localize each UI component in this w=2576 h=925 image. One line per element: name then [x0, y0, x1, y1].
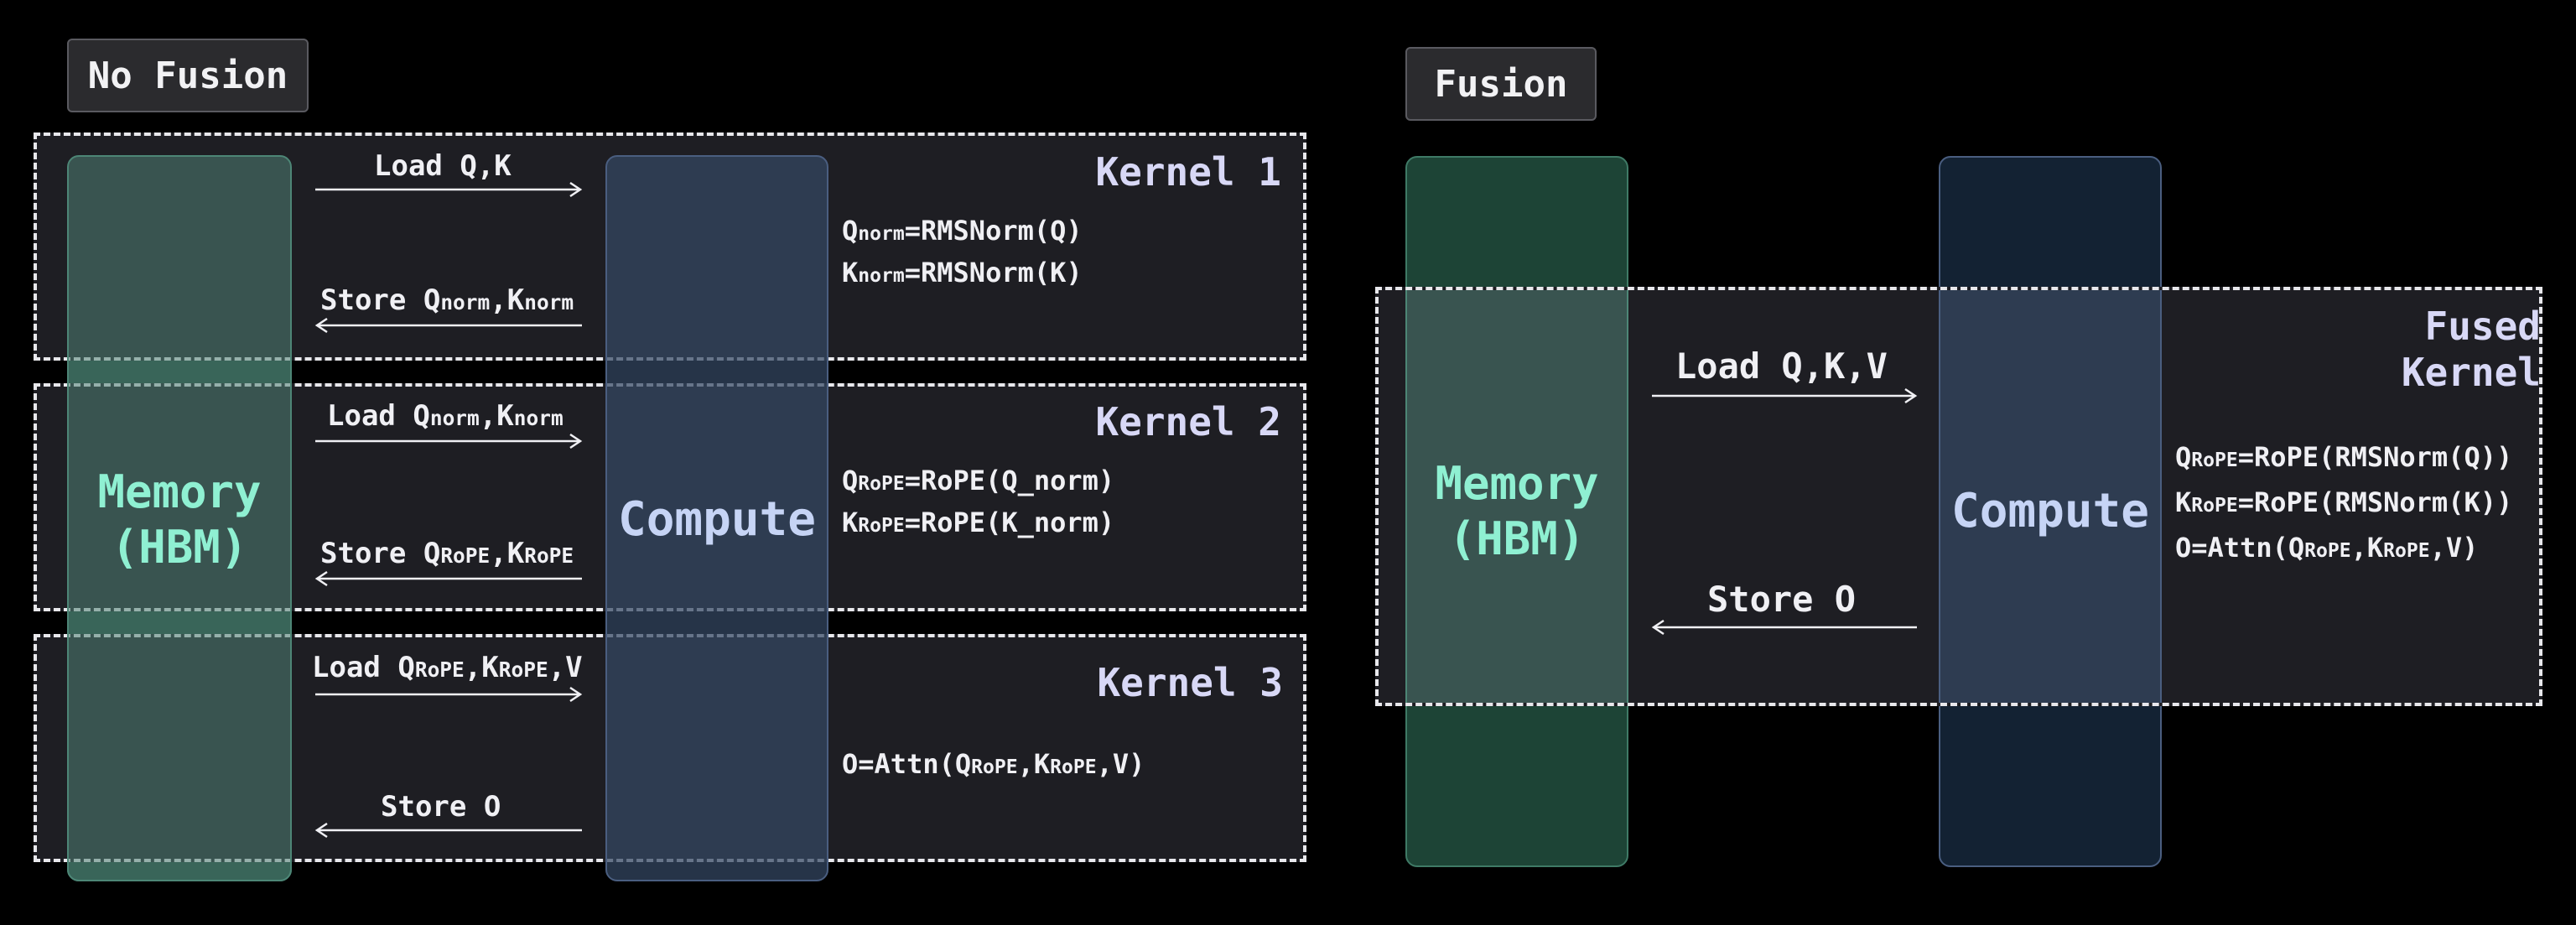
subscript: RoPE	[971, 756, 1018, 778]
kernel-1-load-label: Load Q,K	[374, 149, 512, 183]
kernel-1-store-arrow	[314, 317, 582, 334]
fusion-load-label: Load Q,K,V	[1675, 346, 1888, 387]
subscript: RoPE	[498, 657, 548, 682]
kernel-1-op-1: Qnorm=RMSNorm(Q)	[842, 215, 1083, 247]
kernel-3-op-1: O=Attn(QRoPE,KRoPE,V)	[842, 748, 1145, 780]
subscript: RoPE	[440, 543, 491, 568]
no-fusion-memory-label: Memory (HBM)	[97, 465, 262, 574]
fusion-store-arrow	[1651, 619, 1917, 636]
subscript: norm	[524, 290, 574, 314]
kernel-3-load-arrow	[315, 686, 583, 703]
kernel-1-op-2: Knorm=RMSNorm(K)	[842, 257, 1083, 288]
subscript: norm	[429, 406, 480, 430]
kernel-2-label: Kernel 2	[1095, 399, 1281, 444]
kernel-2-load-label: Load Qnorm,Knorm	[327, 399, 564, 433]
subscript: RoPE	[858, 515, 905, 537]
fusion-compute-overlay	[1939, 290, 2162, 703]
subscript: RoPE	[1050, 756, 1097, 778]
fused-op-1: QRoPE=RoPE(RMSNorm(Q))	[2175, 441, 2513, 473]
subscript: RoPE	[2191, 495, 2238, 517]
subscript: norm	[513, 406, 564, 430]
kernel-2-store-label: Store QRoPE,KRoPE	[320, 537, 574, 570]
kernel-3-store-arrow	[314, 822, 582, 839]
kernel-3-label: Kernel 3	[1097, 660, 1283, 705]
kernel-2-op-1: QRoPE=RoPE(Q_norm)	[842, 465, 1115, 496]
kernel-1-label: Kernel 1	[1095, 149, 1281, 195]
kernel-3-load-label: Load QRoPE,KRoPE,V	[312, 651, 583, 684]
subscript: norm	[858, 265, 905, 287]
no-fusion-compute-column	[605, 155, 828, 881]
fusion-store-label: Store O	[1707, 579, 1857, 620]
fusion-memory-overlay	[1405, 290, 1628, 703]
kernel-2-op-2: KRoPE=RoPE(K_norm)	[842, 507, 1115, 538]
subscript: RoPE	[2383, 540, 2430, 562]
kernel-1-load-arrow	[315, 181, 583, 198]
fused-op-3: O=Attn(QRoPE,KRoPE,V)	[2175, 532, 2479, 564]
subscript: RoPE	[2191, 450, 2238, 471]
fusion-memory-label: Memory (HBM)	[1435, 457, 1599, 565]
fusion-load-arrow	[1652, 387, 1918, 404]
subscript: RoPE	[414, 657, 465, 682]
kernel-2-store-arrow	[314, 570, 582, 587]
no-fusion-memory-overlay	[67, 155, 292, 881]
kernel-3-store-label: Store O	[381, 790, 501, 824]
fusion-compute-label: Compute	[1950, 483, 2149, 538]
subscript: norm	[858, 223, 905, 245]
subscript: RoPE	[2304, 540, 2351, 562]
fused-op-2: KRoPE=RoPE(RMSNorm(K))	[2175, 486, 2513, 518]
subscript: norm	[440, 290, 491, 314]
subscript: RoPE	[524, 543, 574, 568]
fused-kernel-label: Fused Kernel	[2401, 304, 2541, 396]
no-fusion-title: No Fusion	[67, 39, 309, 112]
kernel-1-store-label: Store Qnorm,Knorm	[320, 283, 574, 317]
fusion-title: Fusion	[1405, 47, 1597, 121]
no-fusion-compute-label: Compute	[617, 491, 816, 547]
subscript: RoPE	[858, 473, 905, 495]
kernel-2-load-arrow	[315, 433, 583, 450]
